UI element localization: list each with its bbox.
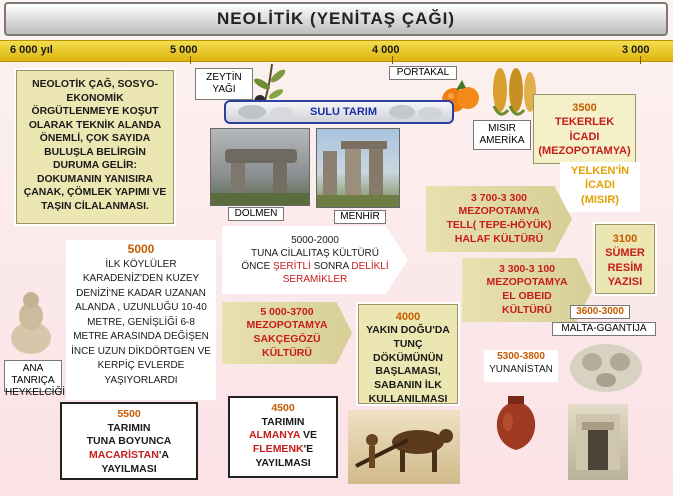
pottery-vase-icon bbox=[496, 396, 536, 450]
sakcegozu-arrow-box: 5 000-3700 MEZOPOTAMYA SAKÇEGÖZÜ KÜLTÜRÜ bbox=[222, 302, 352, 364]
tekerlek-box: 3500 TEKERLEK İCADI (MEZOPOTAMYA) bbox=[533, 94, 636, 164]
ana-tanrica-label: ANA TANRIÇA HEYKELCİĞİ bbox=[4, 360, 65, 398]
tuna-cilalitas-box: 5000-2000 TUNA CİLALITAŞ KÜLTÜRÜ ÖNCE ŞE… bbox=[222, 226, 408, 294]
portakal-label: PORTAKAL bbox=[389, 66, 457, 80]
stonehenge-icon bbox=[317, 141, 399, 207]
timeline-tick bbox=[392, 56, 393, 64]
page-title: NEOLİTİK (YENİTAŞ ÇAĞI) bbox=[4, 2, 668, 36]
timeline-label-3000: 3 000 bbox=[622, 44, 650, 56]
intro-text-box: NEOLOTİK ÇAĞ, SOSYO-EKONOMİK ÖRGÜTLENMEY… bbox=[14, 68, 176, 226]
yunanistan-box: 5300-3800 YUNANİSTAN bbox=[484, 350, 558, 382]
timeline-label-5000: 5 000 bbox=[170, 44, 198, 56]
tunc-box: 4000 YAKIN DOĞU'DA TUNÇ DÖKÜMÜNÜN BAŞLAM… bbox=[356, 302, 460, 406]
malta-label: MALTA-GGANTİJA bbox=[552, 322, 656, 336]
dolmen-label: DOLMEN bbox=[228, 207, 284, 221]
menhir-label: MENHİR bbox=[334, 210, 386, 224]
plough-oxen-image bbox=[348, 410, 460, 484]
dolmen-image bbox=[210, 128, 310, 206]
yelken-box: YELKEN'İN İCADI (MISIR) bbox=[560, 162, 640, 212]
misir-label: MISIR AMERİKA bbox=[473, 120, 531, 150]
timeline-label-6000: 6 000 yıl bbox=[10, 44, 53, 56]
dolmen-stone-icon bbox=[211, 149, 309, 205]
malta-temple-plan-icon bbox=[570, 344, 642, 392]
ox-plough-icon bbox=[355, 429, 453, 472]
timeline-label-4000: 4 000 bbox=[372, 44, 400, 56]
macaristan-box: 5500 TARIMIN TUNA BOYUNCA MACARİSTAN'A Y… bbox=[60, 402, 198, 480]
stones-pattern-icon bbox=[238, 105, 442, 119]
sulu-tarim-label: SULU TARIM bbox=[310, 106, 378, 118]
stone-doorway-icon bbox=[576, 414, 620, 470]
timeline-tick bbox=[640, 56, 641, 64]
sumer-box: 3100 SÜMER RESİM YAZISI bbox=[593, 222, 657, 296]
almanya-box: 4500 TARIMIN ALMANYA VE FLEMENK'E YAYILM… bbox=[228, 396, 338, 478]
zeytin-label: ZEYTİN YAĞI bbox=[195, 68, 253, 100]
corn-icon bbox=[492, 68, 536, 116]
malta-doorway-image bbox=[568, 404, 628, 480]
malta-years: 3600-3000 bbox=[570, 305, 630, 319]
koylu-box: 5000 İLK KÖYLÜLER KARADENİZ'DEN KUZEY DE… bbox=[66, 240, 216, 400]
timeline-tick bbox=[190, 56, 191, 64]
tell-halaf-arrow-box: 3 700-3 300 MEZOPOTAMYA TELL( TEPE-HÖYÜK… bbox=[426, 186, 572, 252]
el-obeid-arrow-box: 3 300-3 100 MEZOPOTAMYA EL OBEID KÜLTÜRÜ bbox=[462, 258, 592, 322]
goddess-statue-icon bbox=[11, 292, 51, 354]
menhir-image bbox=[316, 128, 400, 208]
timeline-bar bbox=[0, 40, 673, 62]
